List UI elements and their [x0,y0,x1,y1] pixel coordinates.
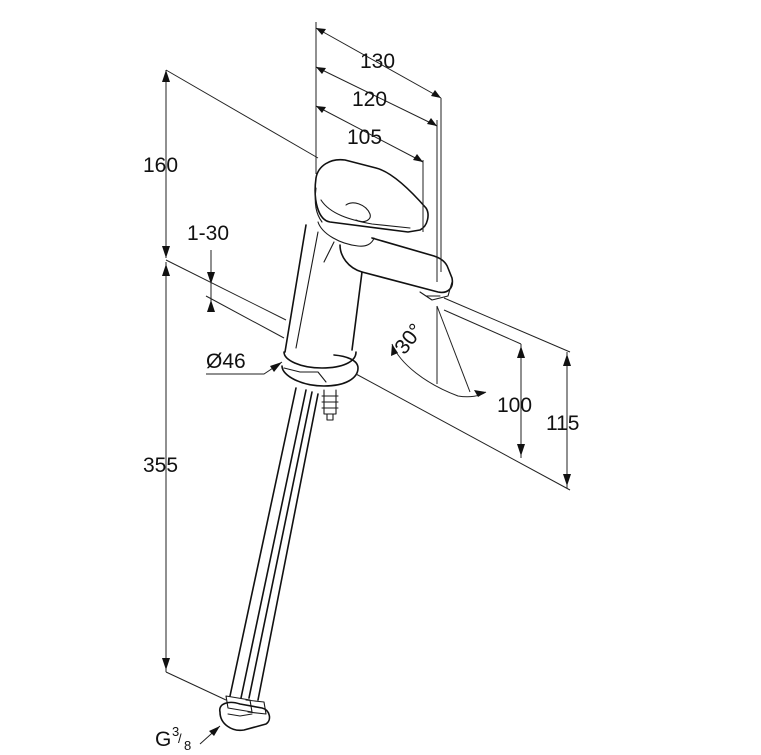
label-diameter-46: Ø46 [206,350,246,373]
label-height-355: 355 [143,454,178,477]
label-height-115: 115 [546,412,579,435]
label-width-130: 130 [360,50,395,73]
label-width-105: 105 [347,126,382,149]
label-height-160: 160 [143,154,178,177]
label-width-120: 120 [352,88,387,111]
thread-letter: G [155,728,171,751]
label-height-100: 100 [497,394,532,417]
label-thread-g3-8: G 3 / 8 [155,724,191,753]
thread-denominator: 8 [184,738,191,753]
label-adjust-1-30: 1-30 [187,222,229,245]
thread-numerator: 3 [172,724,179,739]
thread-slash: / [178,731,182,746]
dimension-labels: 130 120 105 160 1-30 Ø46 30° 355 100 115… [143,50,579,753]
faucet-outline [218,158,454,732]
arrowheads [162,28,571,736]
